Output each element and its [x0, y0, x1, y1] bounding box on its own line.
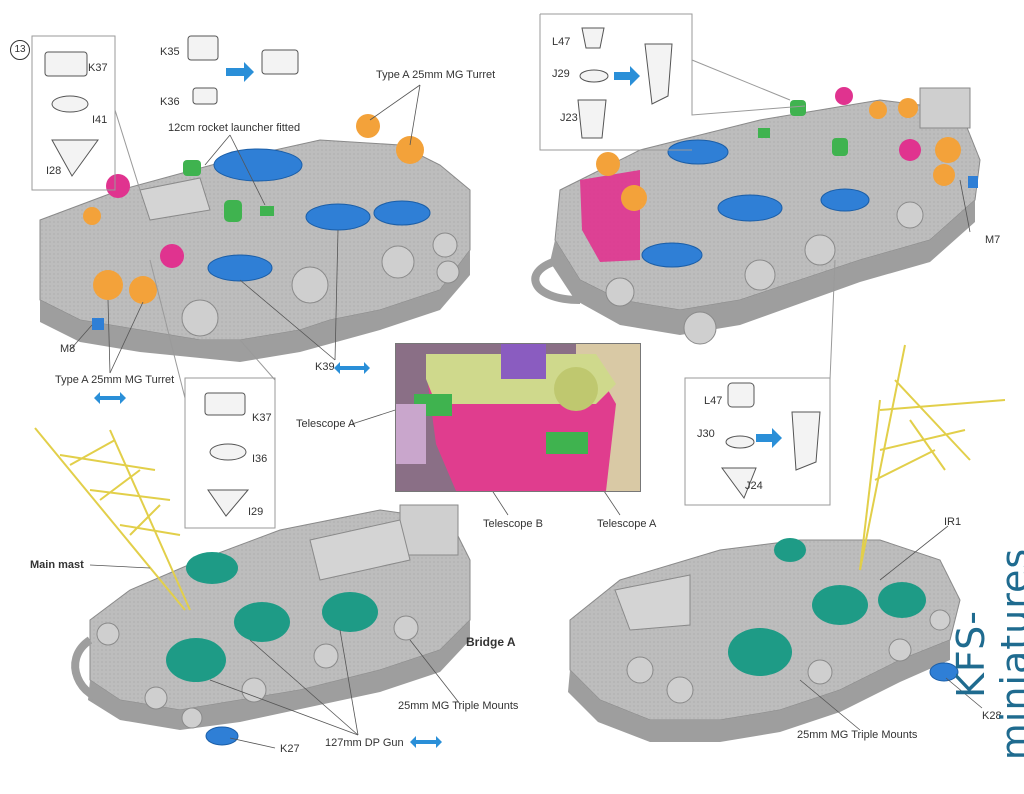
- hull-bottom-left: [34, 427, 471, 746]
- part-label-j23: J23: [560, 112, 578, 124]
- label-triple-mounts-left: 25mm MG Triple Mounts: [398, 700, 519, 712]
- label-k27: K27: [280, 743, 300, 755]
- part-label-k35: K35: [160, 46, 180, 58]
- instruction-drawing: [31, 13, 1006, 749]
- instruction-page: 13 K37 I41 I28 K35 K36 L47 J29 J23 K37 I…: [10, 13, 1024, 769]
- label-k39: K39: [315, 361, 335, 373]
- part-sketches: [44, 27, 821, 517]
- label-main-mast: Main mast: [30, 559, 84, 571]
- label-type-a-turret-top: Type A 25mm MG Turret: [376, 69, 496, 81]
- part-label-i28: I28: [46, 165, 62, 177]
- hull-top-left: [39, 114, 471, 362]
- telescope-photo: [395, 343, 641, 492]
- label-dp-gun: 127mm DP Gun: [325, 737, 404, 749]
- part-label-k37-top: K37: [88, 62, 108, 74]
- label-telescope-a-right: Telescope A: [597, 518, 657, 530]
- label-k28: K28: [982, 710, 1002, 722]
- part-label-i29: I29: [248, 506, 264, 518]
- callout-boxes: [31, 13, 836, 529]
- part-label-l47-top: L47: [552, 36, 571, 48]
- step-number: 13: [10, 40, 30, 60]
- label-m7: M7: [985, 234, 1001, 246]
- part-label-l47-mid: L47: [704, 395, 723, 407]
- leader-lines: [69, 84, 983, 749]
- watermark: KFS-miniatures: [949, 500, 1024, 769]
- label-telescope-b: Telescope B: [483, 518, 543, 530]
- telescope-photo-drawing: [396, 344, 640, 491]
- label-telescope-a-left: Telescope A: [296, 418, 356, 430]
- part-label-j29: J29: [552, 68, 570, 80]
- label-m8: M8: [60, 343, 76, 355]
- part-label-k37-mid: K37: [252, 412, 272, 424]
- label-rocket-launcher: 12cm rocket launcher fitted: [168, 122, 301, 134]
- label-ir1: IR1: [944, 516, 962, 528]
- hull-bottom-right: [568, 344, 1006, 742]
- part-label-j30: J30: [697, 428, 715, 440]
- watermark-text: KFS-miniatures: [949, 547, 1024, 761]
- label-bridge-a: Bridge A: [466, 635, 516, 649]
- label-type-a-turret-bottom: Type A 25mm MG Turret: [55, 374, 175, 386]
- part-label-j24: J24: [745, 480, 763, 492]
- label-triple-mounts-right: 25mm MG Triple Mounts: [797, 729, 918, 741]
- part-label-i36: I36: [252, 453, 268, 465]
- assembly-arrows: [94, 62, 782, 748]
- part-label-k36: K36: [160, 96, 180, 108]
- hull-top-right: [531, 87, 981, 345]
- part-label-i41: I41: [92, 114, 108, 126]
